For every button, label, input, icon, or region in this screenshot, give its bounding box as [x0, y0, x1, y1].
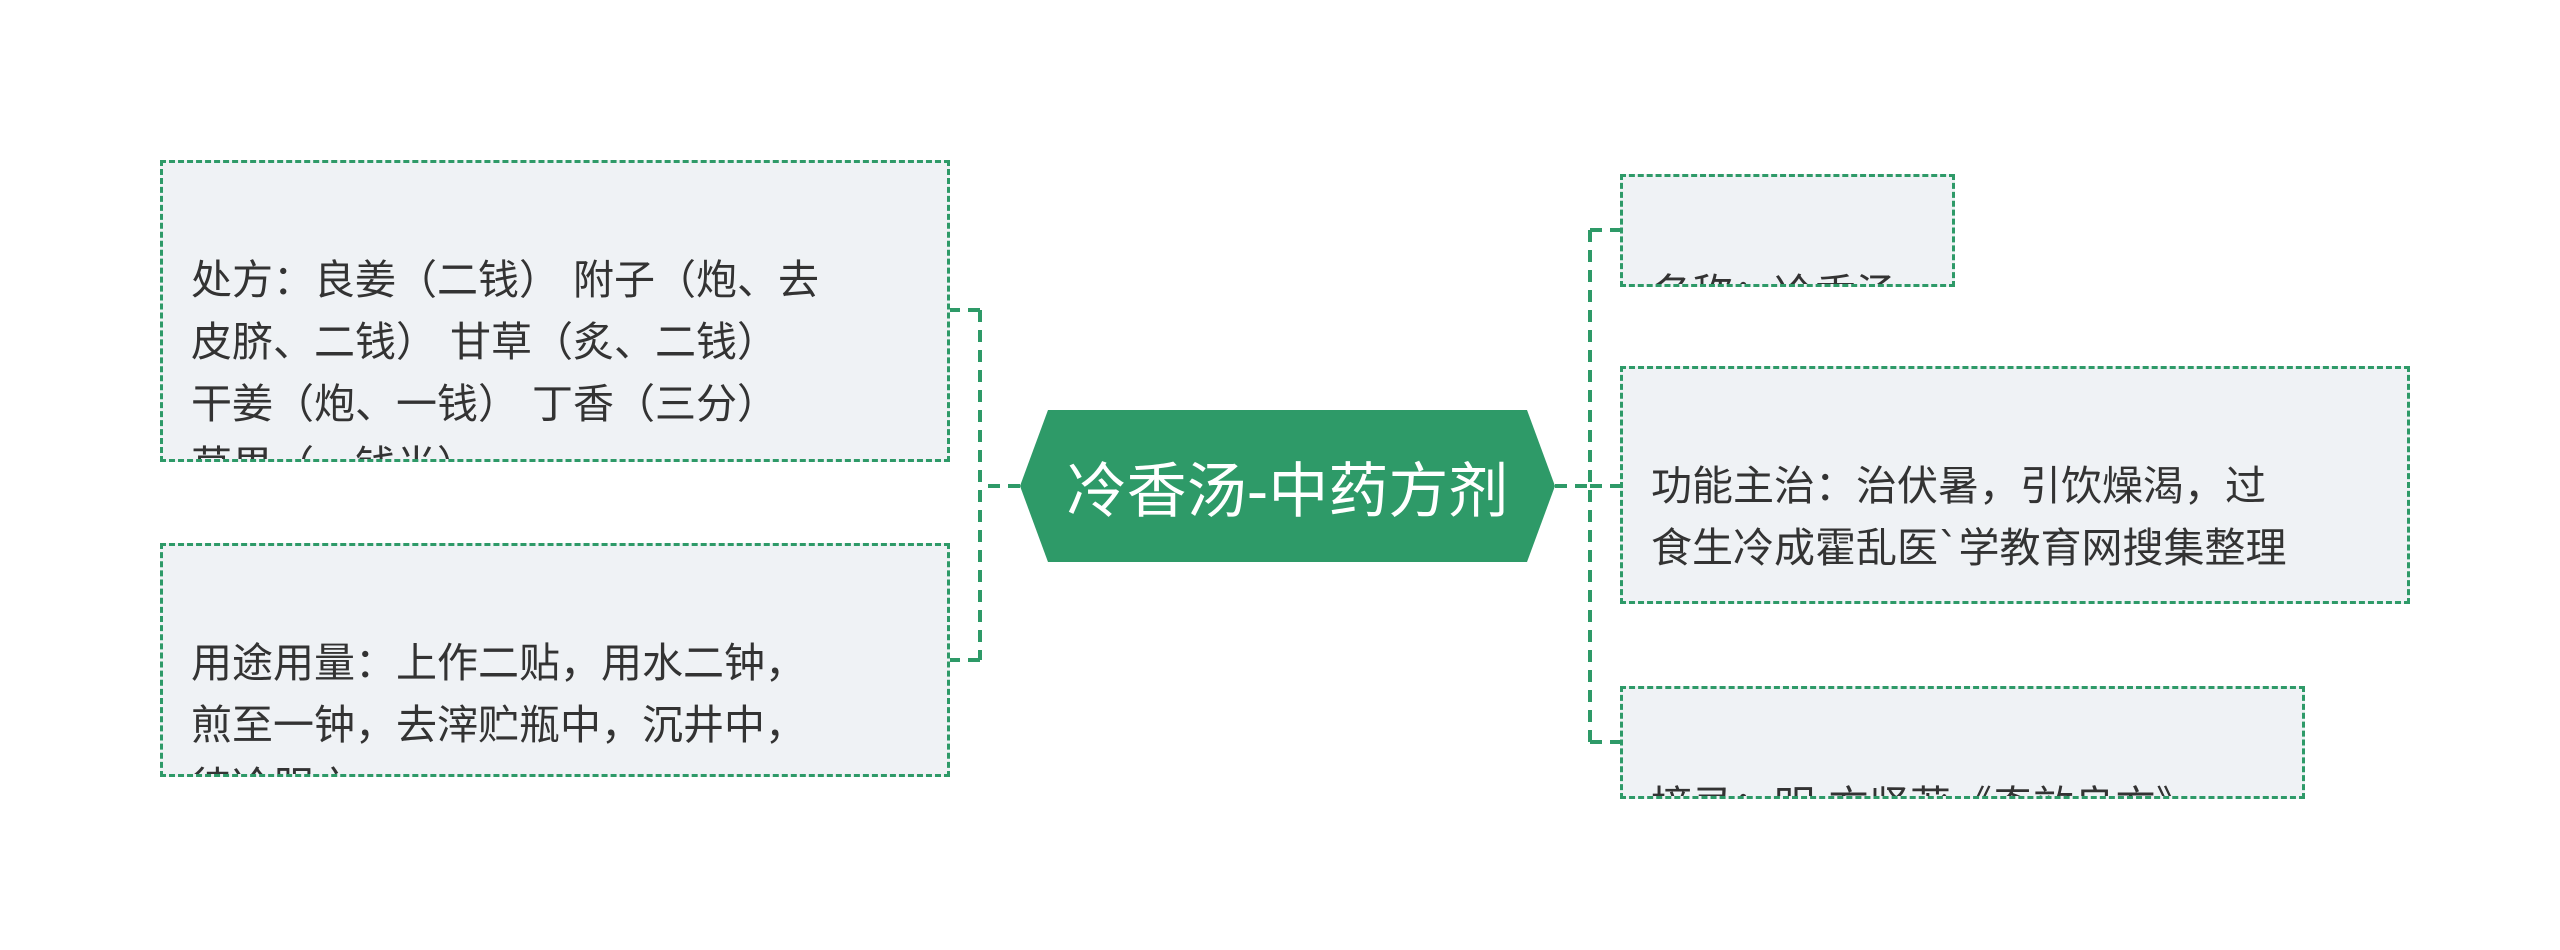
central-topic[interactable]: 冷香汤-中药方剂 [1020, 410, 1555, 562]
node-usage-dosage-text: 用途用量：上作二贴，用水二钟， 煎至一钟，去滓贮瓶中，沉井中， 待冷服之。 [191, 639, 806, 774]
node-excerpt[interactable]: 摘录：明·方贤著《奇效良方》 [1620, 686, 2305, 799]
node-excerpt-text: 摘录：明·方贤著《奇效良方》 [1651, 782, 2197, 796]
node-name[interactable]: 名称：冷香汤 [1620, 174, 1955, 287]
node-prescription-text: 处方：良姜（二钱） 附子（炮、去 皮脐、二钱） 甘草（炙、二钱） 干姜（炮、一钱… [191, 256, 820, 459]
node-function-indication-text: 功能主治：治伏暑，引饮燥渴，过 食生冷成霍乱医`学教育网搜集整理 。 [1651, 462, 2287, 601]
central-topic-label: 冷香汤-中药方剂 [1066, 456, 1509, 527]
node-usage-dosage[interactable]: 用途用量：上作二贴，用水二钟， 煎至一钟，去滓贮瓶中，沉井中， 待冷服之。 [160, 543, 950, 777]
node-function-indication[interactable]: 功能主治：治伏暑，引饮燥渴，过 食生冷成霍乱医`学教育网搜集整理 。 [1620, 366, 2410, 604]
node-prescription[interactable]: 处方：良姜（二钱） 附子（炮、去 皮脐、二钱） 甘草（炙、二钱） 干姜（炮、一钱… [160, 160, 950, 462]
node-name-text: 名称：冷香汤 [1651, 270, 1897, 284]
